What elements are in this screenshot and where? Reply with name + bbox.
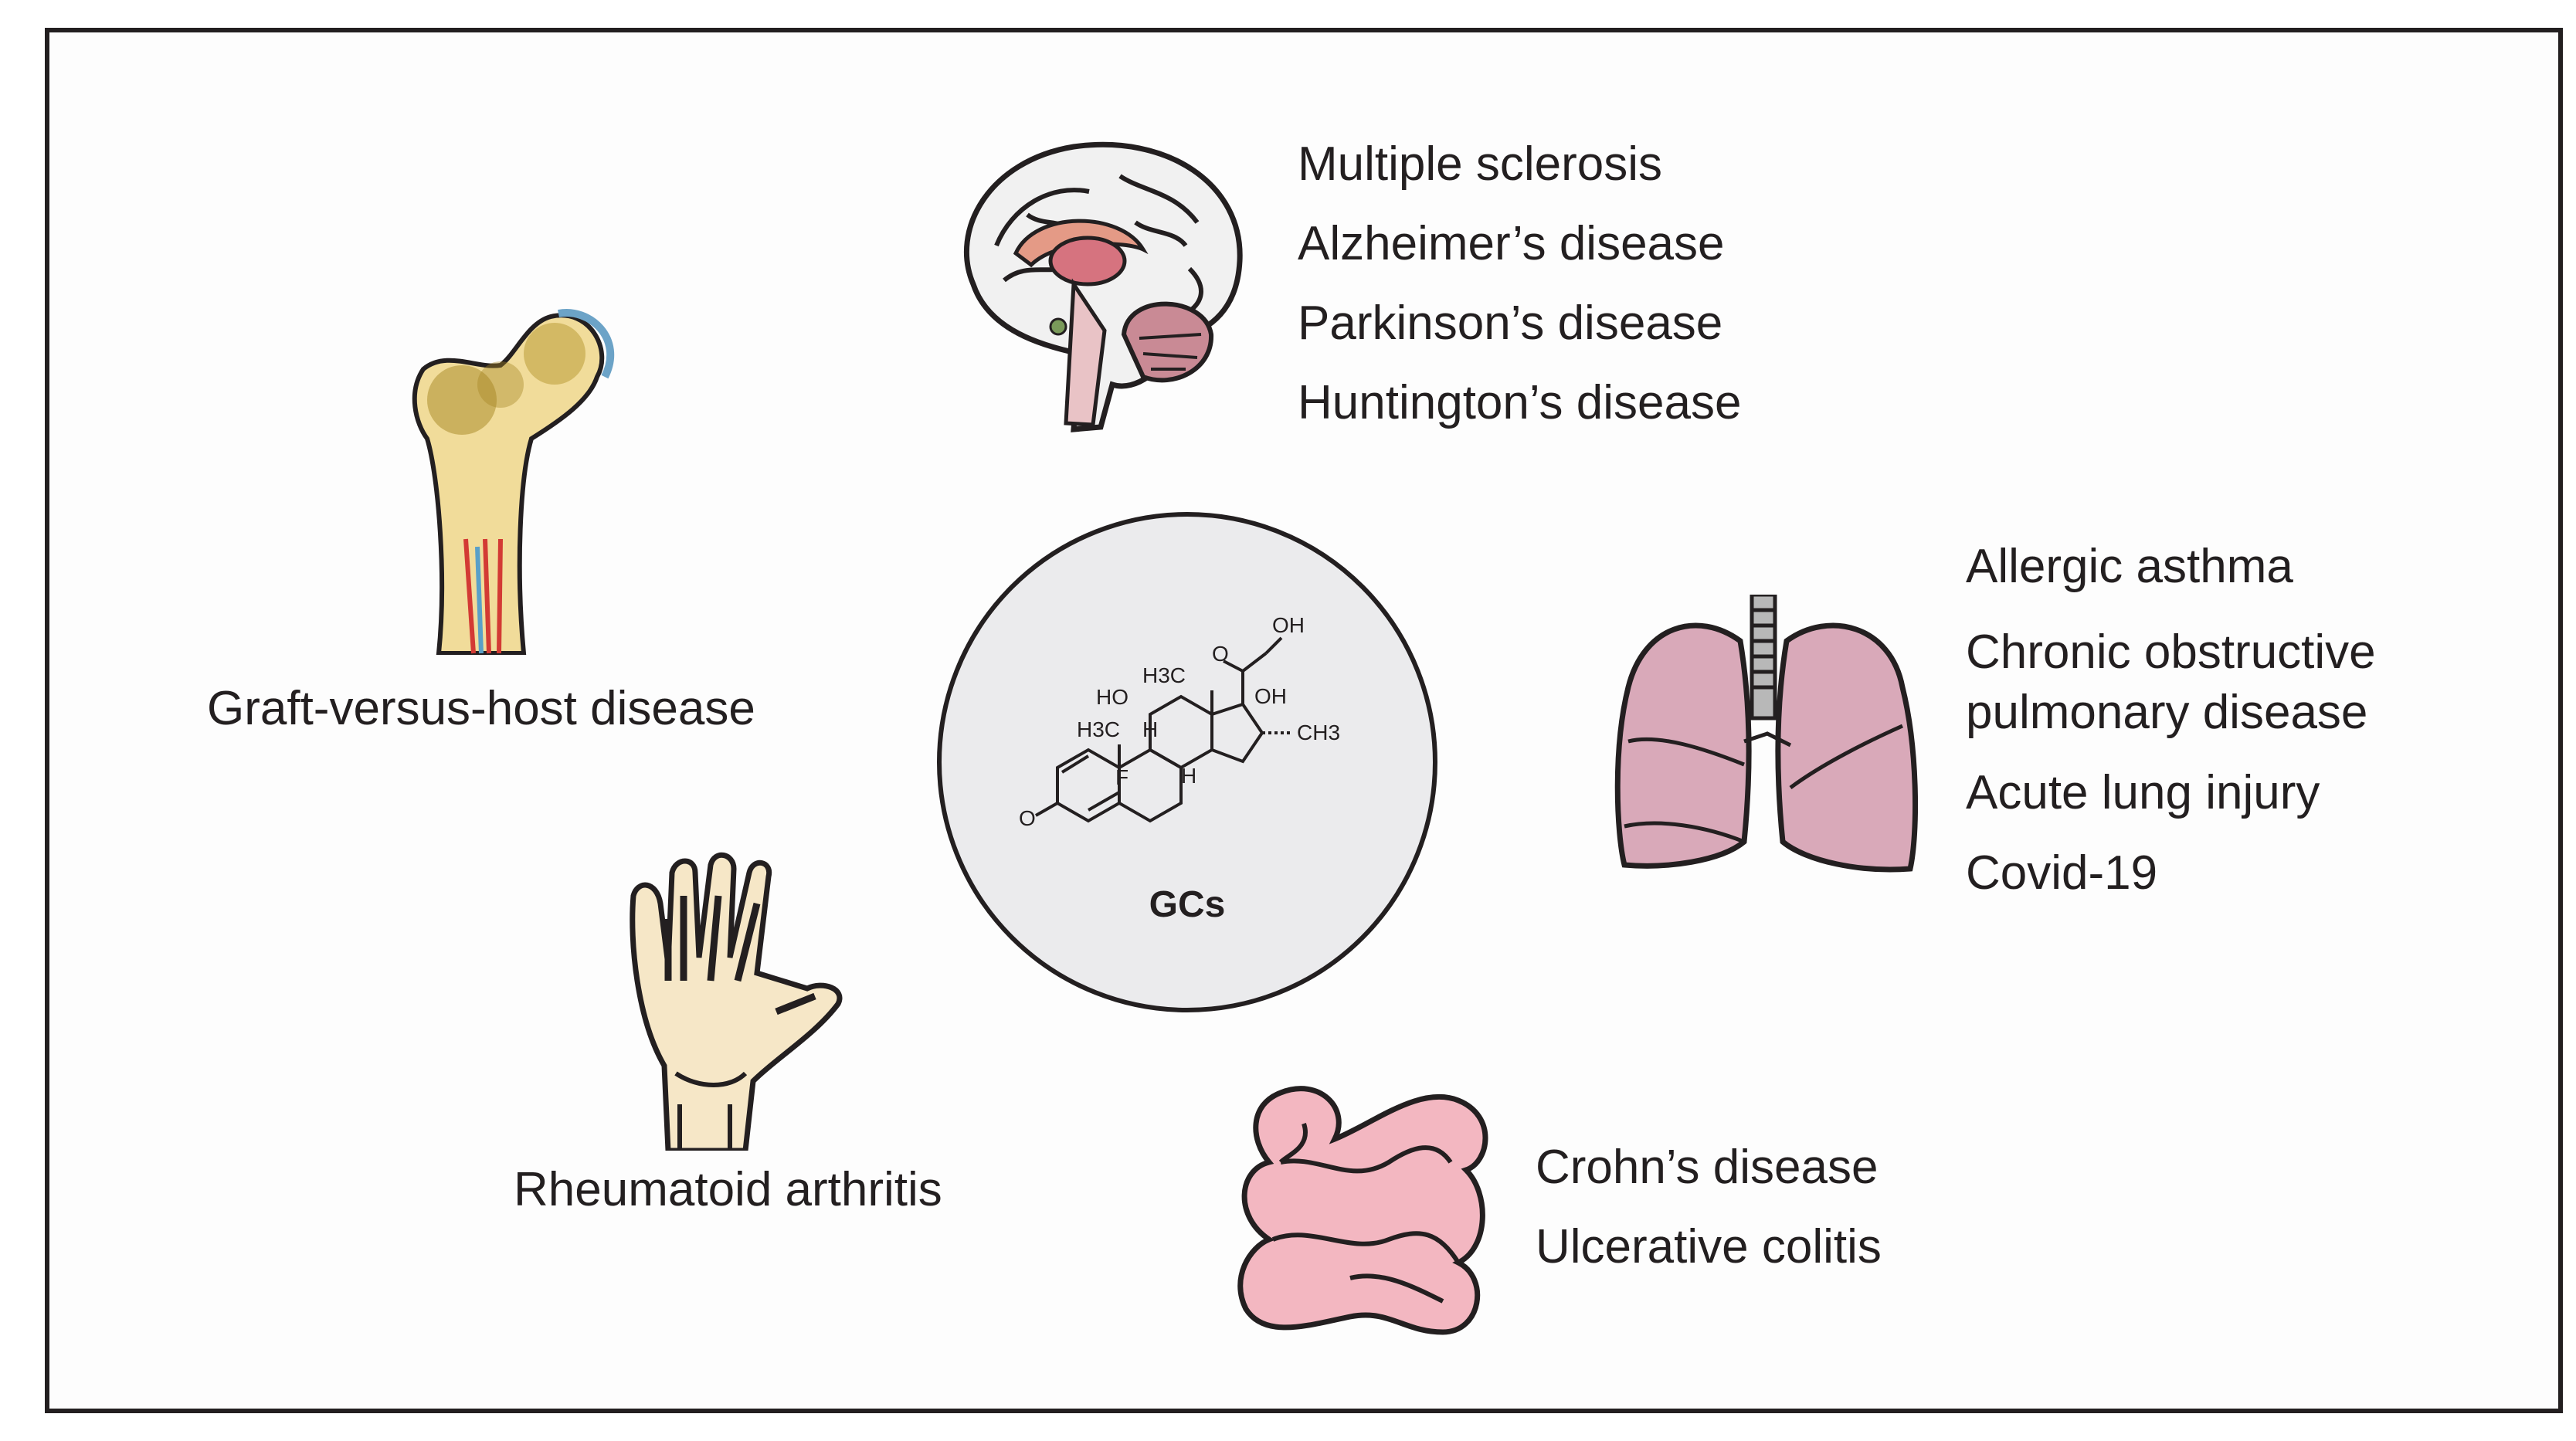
brain-disease-list: Multiple sclerosis Alzheimer’s disease P… [1298,124,1741,442]
disease-label: Multiple sclerosis [1298,137,1663,191]
gcs-circle: O O OH OH CH3 H3C H3C HO F H H GCs [937,512,1437,1012]
disease-label: Crohn’s disease [1536,1141,1879,1194]
disease-label: Alzheimer’s disease [1298,217,1725,270]
disease-label: Acute lung injury [1966,766,2320,819]
disease-label: Chronic obstructive [1966,626,2376,679]
dexamethasone-structure-icon: O O OH OH CH3 H3C H3C HO F H H [1019,613,1340,830]
svg-text:F: F [1115,765,1128,789]
disease-label: Huntington’s disease [1298,376,1742,429]
gcs-label: GCs [1149,884,1226,925]
intestine-disease-list: Crohn’s disease Ulcerative colitis [1536,1127,1882,1287]
disease-label: Parkinson’s disease [1298,297,1723,350]
svg-text:H3C: H3C [1077,717,1120,741]
intestine-icon [1237,1086,1488,1335]
svg-text:H: H [1181,764,1196,788]
disease-label: Covid-19 [1966,846,2158,900]
svg-text:O: O [1212,642,1229,666]
svg-text:OH: OH [1272,613,1305,637]
disease-label: pulmonary disease [1966,686,2368,739]
femur-bone-icon [412,308,615,655]
svg-text:CH3: CH3 [1297,720,1340,744]
svg-text:H3C: H3C [1142,663,1186,687]
brain-icon [964,141,1243,432]
svg-text:OH: OH [1254,684,1287,708]
disease-label: Allergic asthma [1966,540,2293,593]
disease-label: Rheumatoid arthritis [514,1163,942,1216]
disease-label: Graft-versus-host disease [207,682,755,735]
lungs-icon [1614,595,1919,873]
hand-skeleton-icon [630,852,843,1151]
svg-text:H: H [1142,717,1158,741]
svg-text:O: O [1019,806,1036,830]
lung-disease-list: Allergic asthma Chronic obstructive pulm… [1966,537,2376,904]
disease-label: Ulcerative colitis [1536,1220,1882,1273]
svg-text:HO: HO [1096,685,1128,709]
